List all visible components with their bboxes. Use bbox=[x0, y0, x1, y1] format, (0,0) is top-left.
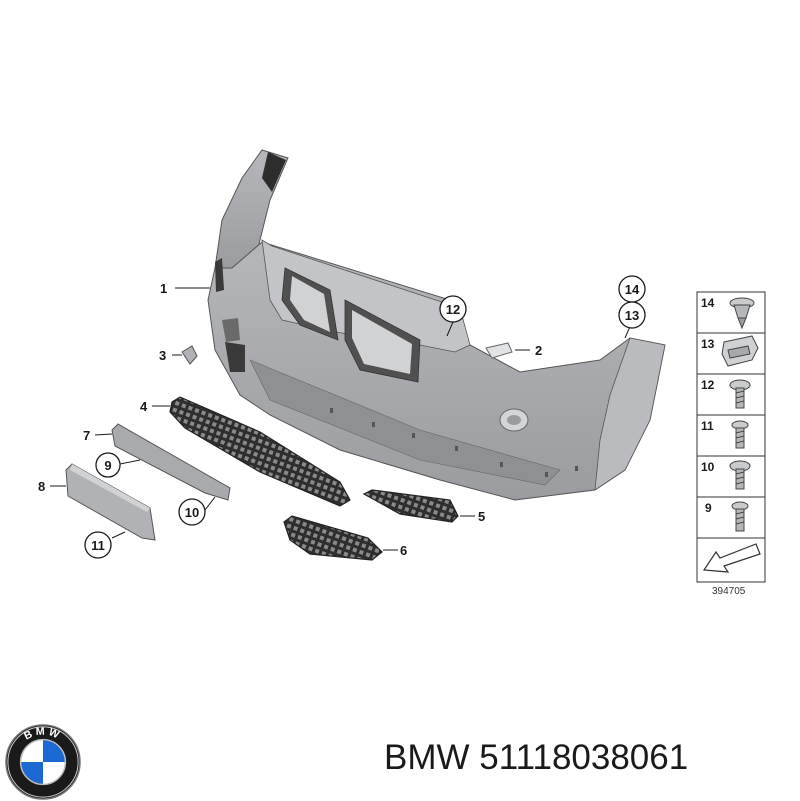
callout-2: 2 bbox=[535, 343, 542, 358]
fastener-label-12: 12 bbox=[701, 378, 715, 392]
callout-5: 5 bbox=[478, 509, 485, 524]
callout-9: 9 bbox=[95, 452, 121, 478]
collar-screw-icon bbox=[729, 460, 751, 490]
fastener-label-11: 11 bbox=[701, 419, 714, 433]
spring-nut-icon bbox=[721, 335, 759, 367]
bumper-cover bbox=[207, 149, 666, 501]
svg-text:14: 14 bbox=[625, 282, 640, 297]
callout-8: 8 bbox=[38, 479, 45, 494]
direction-arrow-icon bbox=[702, 543, 761, 573]
diagram-reference-number: 394705 bbox=[712, 586, 746, 597]
screw-icon bbox=[731, 501, 749, 532]
part-number: 51118038061 bbox=[479, 738, 689, 777]
brand-name: BMW bbox=[384, 738, 470, 777]
callout-10: 10 bbox=[178, 498, 206, 526]
plastic-rivet-icon bbox=[729, 297, 755, 330]
lower-left-grille bbox=[283, 515, 383, 561]
bmw-logo: BMW bbox=[5, 724, 81, 800]
center-grille bbox=[169, 396, 351, 507]
callouts: 1 2 3 4 5 6 7 8 9 10 11 12 13 14 bbox=[38, 275, 646, 559]
cover-cap bbox=[181, 345, 198, 365]
callout-11: 11 bbox=[84, 531, 112, 559]
callout-13: 13 bbox=[618, 301, 646, 329]
fastener-panel: 14 13 12 11 10 bbox=[696, 291, 766, 583]
tow-hook-cover bbox=[485, 342, 513, 359]
callout-7: 7 bbox=[83, 428, 90, 443]
callout-6: 6 bbox=[400, 543, 407, 558]
svg-text:9: 9 bbox=[104, 458, 111, 473]
svg-text:10: 10 bbox=[185, 505, 199, 520]
right-side-grille bbox=[362, 489, 459, 523]
fastener-label-13: 13 bbox=[701, 337, 715, 351]
svg-text:BMW: BMW bbox=[22, 725, 63, 742]
fastener-label-14: 14 bbox=[701, 296, 715, 310]
callout-4: 4 bbox=[140, 399, 148, 414]
callout-3: 3 bbox=[159, 348, 166, 363]
fastener-label-9: 9 bbox=[705, 501, 712, 515]
callout-12: 12 bbox=[439, 295, 467, 323]
part-caption: BMW 51118038061 bbox=[384, 740, 688, 775]
screw-icon bbox=[729, 379, 751, 409]
svg-text:13: 13 bbox=[625, 308, 639, 323]
license-plate-base bbox=[111, 423, 231, 501]
callout-1: 1 bbox=[160, 281, 167, 296]
callout-14: 14 bbox=[618, 275, 646, 303]
screw-icon bbox=[731, 420, 749, 449]
svg-text:11: 11 bbox=[91, 538, 105, 553]
svg-text:12: 12 bbox=[446, 302, 460, 317]
fastener-label-10: 10 bbox=[701, 460, 715, 474]
